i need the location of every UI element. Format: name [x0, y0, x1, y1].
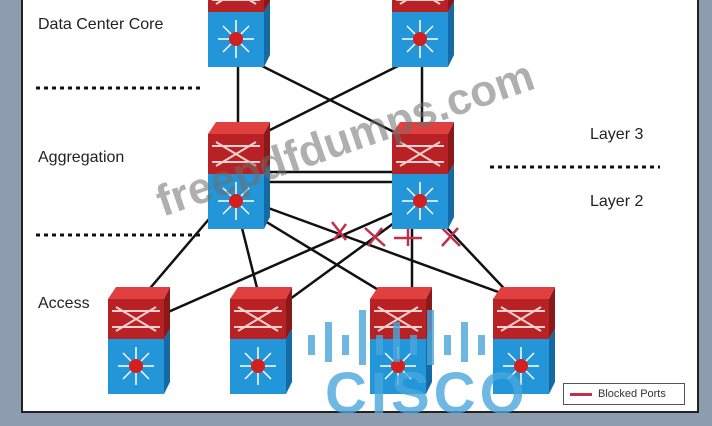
- cisco-logo-text: CISCO: [325, 361, 529, 426]
- links: [139, 58, 521, 322]
- aggregation-layer-label: Aggregation: [38, 149, 125, 166]
- core-layer-label: Data Center Core: [38, 16, 164, 33]
- access-switch-2: [229, 286, 293, 395]
- access-layer-label: Access: [38, 295, 90, 312]
- layer2-label: Layer 2: [590, 193, 644, 210]
- blocked-port-marks: [331, 221, 461, 247]
- dividers: [36, 86, 660, 237]
- cisco-logo: [308, 310, 485, 365]
- access-switch-1: [107, 286, 171, 395]
- layer3-label: Layer 3: [590, 126, 644, 143]
- legend: Blocked Ports: [563, 383, 685, 405]
- core-switch-left: [207, 0, 271, 68]
- core-switch-right: [391, 0, 455, 68]
- legend-blocked-ports: Blocked Ports: [598, 388, 666, 400]
- blocked-port-swatch: [570, 392, 592, 396]
